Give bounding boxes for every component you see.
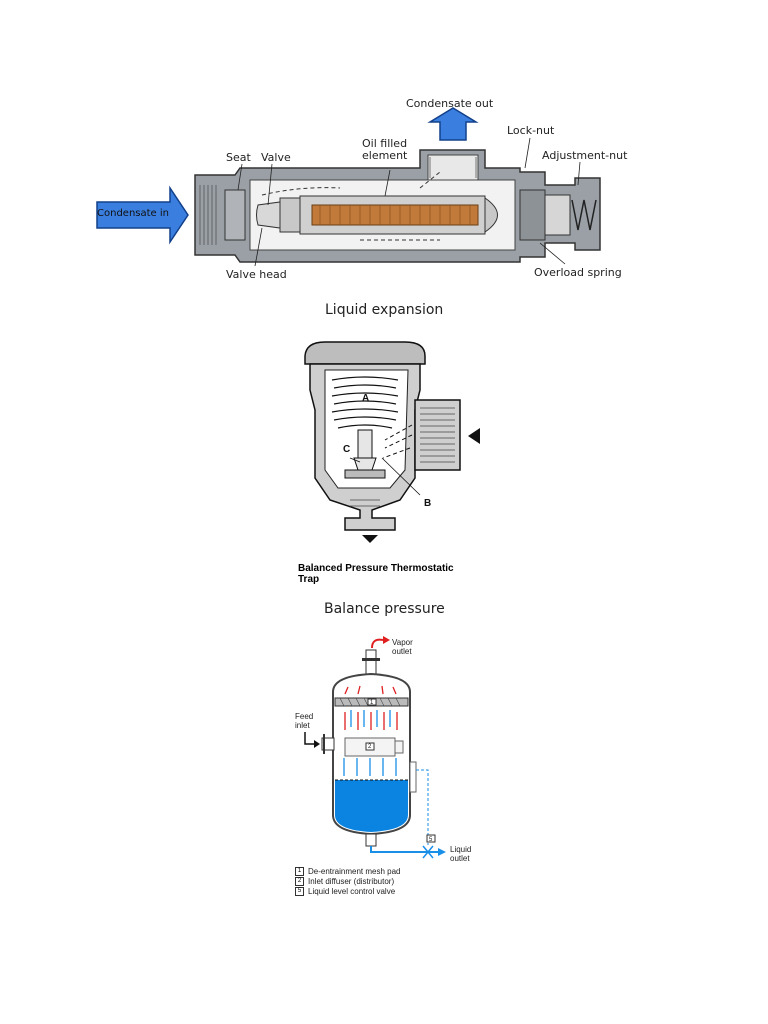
separator-vessel-drawing — [304, 636, 446, 859]
caption-balance-pressure: Balance pressure — [324, 601, 445, 617]
callout-1: 1 — [370, 700, 374, 706]
label-valve: Valve — [261, 151, 291, 164]
legend-item: 2 Inlet diffuser (distributor) — [295, 876, 401, 886]
label-valve-head: Valve head — [226, 268, 287, 281]
legend-item: 1 De-entrainment mesh pad — [295, 866, 401, 876]
callout-5: 5 — [429, 837, 433, 843]
caption-liquid-expansion: Liquid expansion — [325, 302, 444, 318]
trap-title: Balanced Pressure Thermostatic Trap — [298, 563, 454, 585]
legend-num-box: 1 — [295, 866, 304, 876]
vessel-legend: 1 De-entrainment mesh pad 2 Inlet diffus… — [295, 866, 401, 896]
liquid-expansion-trap-drawing — [96, 107, 601, 267]
legend-text: Liquid level control valve — [308, 886, 396, 896]
legend-item: 5 Liquid level control valve — [295, 886, 401, 896]
balanced-pressure-trap-drawing — [304, 341, 480, 543]
label-seat: Seat — [226, 151, 251, 164]
label-oil-filled-element: Oil filled element — [362, 137, 408, 162]
label-feed-inlet: Feed inlet — [295, 712, 314, 730]
label-condensate-in: Condensate in — [97, 208, 169, 219]
part-label-b: B — [424, 498, 432, 509]
label-overload-spring: Overload spring — [534, 266, 622, 279]
callout-2: 2 — [368, 744, 372, 750]
label-liquid-outlet: Liquid outlet — [450, 845, 472, 863]
part-label-c: C — [343, 444, 351, 455]
label-lock-nut: Lock-nut — [507, 124, 555, 137]
label-vapor-outlet: Vapor outlet — [392, 638, 413, 656]
legend-text: Inlet diffuser (distributor) — [308, 876, 395, 886]
label-adjustment-nut: Adjustment-nut — [542, 149, 628, 162]
part-label-a: A — [362, 393, 370, 404]
legend-text: De-entrainment mesh pad — [308, 866, 401, 876]
legend-num-box: 5 — [295, 886, 304, 896]
label-condensate-out: Condensate out — [406, 97, 494, 110]
legend-num-box: 2 — [295, 876, 304, 886]
